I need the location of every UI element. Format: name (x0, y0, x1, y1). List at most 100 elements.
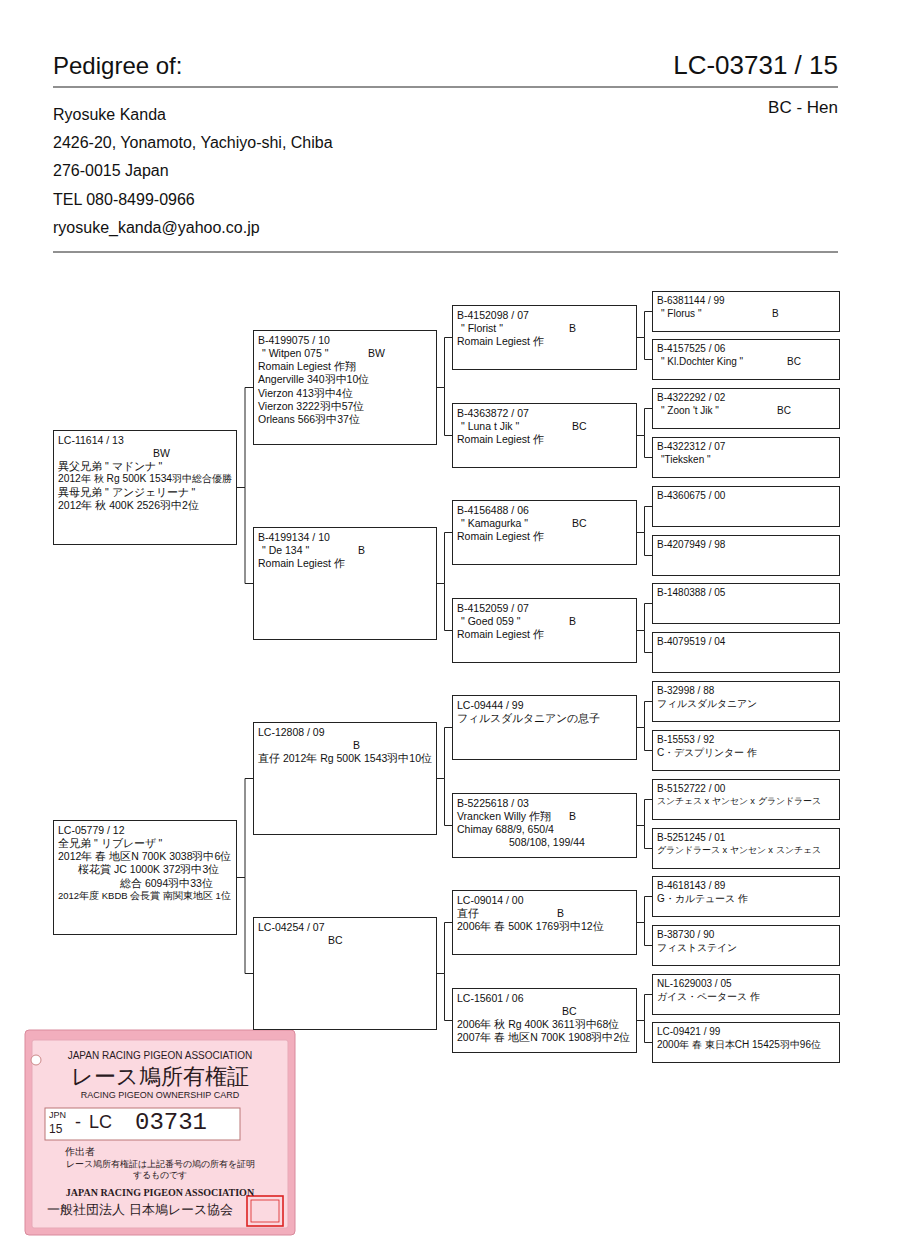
owner-info: 2426-20, Yonamoto, Yachiyo-shi, Chiba (53, 134, 333, 152)
text-row: B-4207949 / 98 (657, 539, 835, 552)
box-text: 2007年 春 地区N 700K 1908羽中2位 (457, 1031, 630, 1043)
pedigree-bracket (637, 409, 652, 436)
box-text: B-5225618 / 03 (457, 797, 529, 809)
pedigree-box: B-4322312 / 07"Tieksken " (652, 437, 840, 478)
pedigree-bracket (437, 728, 452, 779)
box-text: 2012年 秋 Rg 500K 1534羽中総合優勝 (58, 473, 232, 484)
pedigree-box: LC-09014 / 00直仔B2006年 春 500K 1769羽中12位 (452, 890, 637, 955)
box-text: B-4152059 / 07 (457, 602, 529, 614)
text-row: Romain Legiest 作 (457, 530, 632, 543)
text-row: B-38730 / 90 (657, 929, 835, 942)
text-row: B-4199134 / 10 (258, 531, 432, 544)
text-row: " Kl.Dochter King "BC (657, 356, 835, 369)
pedigree-box: LC-09421 / 99 2000年 春 東日本CH 15425羽中96位 (652, 1022, 840, 1063)
pedigree-box: B-4152098 / 07" Florist "BRomain Legiest… (452, 305, 637, 370)
card-hole (31, 1055, 41, 1065)
text-row: グランドラース x ヤンセン x スンチェス (657, 845, 835, 857)
text-row: B-32998 / 88 (657, 685, 835, 698)
box-text: B-32998 / 88 (657, 685, 714, 696)
box-text: 2000年 春 東日本CH 15425羽中96位 (657, 1039, 821, 1050)
card-text: JAPAN RACING PIGEON ASSOCIATION (35, 1050, 285, 1061)
box-text: B-4363872 / 07 (457, 407, 529, 419)
box-text: 2012年度 KBDB 会長賞 南関東地区 1位 (58, 890, 231, 901)
text-row: 508/108, 199/44 (457, 836, 632, 849)
text-row: B-4079519 / 04 (657, 636, 835, 649)
box-text: B-4207949 / 98 (657, 539, 725, 550)
box-text: B-15553 / 92 (657, 734, 714, 745)
pedigree-box: B-4199134 / 10" De 134 " BRomain Legiest … (253, 527, 437, 640)
box-text: B-4199134 / 10 (258, 531, 330, 543)
color-code: BC (777, 405, 791, 418)
text-row: 2006年 秋 Rg 400K 3611羽中68位 (457, 1018, 632, 1031)
text-row: NL-1629003 / 05 (657, 978, 835, 991)
box-text: B-4360675 / 00 (657, 490, 725, 501)
ring-number: LC-03731 / 15 (673, 50, 838, 81)
pedigree-box: NL-1629003 / 05ガイス・ペータース 作 (652, 974, 840, 1015)
text-row: LC-04254 / 07 (258, 921, 432, 934)
text-row: B-4363872 / 07 (457, 407, 632, 420)
text-row: フィルスダルタニアン (657, 698, 835, 711)
color-code: B (569, 322, 576, 335)
text-row: 総合 6094羽中33位 (58, 877, 232, 890)
box-text: LC-11614 / 13 (58, 434, 124, 446)
text-row: Orleans 566羽中37位 (258, 413, 432, 426)
text-row: " Florist " B (457, 322, 632, 335)
text-row: 2012年度 KBDB 会長賞 南関東地区 1位 (58, 890, 232, 902)
pedigree-box: B-4079519 / 04 (652, 632, 840, 673)
box-text: ガイス・ペータース 作 (657, 991, 760, 1002)
text-row: Vierzon 3222羽中57位 (258, 400, 432, 413)
box-text: 異父兄弟 " マドンナ " (58, 460, 162, 472)
box-text: LC-05779 / 12 (58, 824, 125, 836)
box-text: "Tieksken " (661, 454, 711, 465)
text-row: 2012年 秋 400K 2526羽中2位 (58, 499, 232, 512)
text-row: Vrancken Willy 作翔B (457, 810, 632, 823)
text-row: B-4360675 / 00 (657, 490, 835, 503)
box-text: BC (328, 934, 343, 946)
page-title: Pedigree of: (53, 52, 182, 80)
box-text: " Zoon 't Jik " (661, 405, 719, 416)
header-rule (53, 252, 838, 253)
text-row: " Witpen 075 "BW (258, 347, 432, 360)
text-row: " Goed 059 "B (457, 615, 632, 628)
box-text: 2006年 春 500K 1769羽中12位 (457, 920, 604, 932)
pedigree-box: B-4152059 / 07" Goed 059 "BRomain Legies… (452, 598, 637, 663)
color-code: B (569, 615, 576, 628)
pedigree-box: B-4618143 / 89G・カルテュース 作 (652, 876, 840, 917)
pedigree-box: LC-04254 / 07BC (253, 917, 437, 1030)
color-code: B (569, 810, 576, 823)
card-text: - (75, 1112, 81, 1133)
pedigree-bracket (237, 388, 253, 488)
text-row: B-4199075 / 10 (258, 334, 432, 347)
box-text: Romain Legiest 作 (457, 530, 544, 542)
pedigree-bracket (437, 584, 452, 631)
text-row: 2006年 春 500K 1769羽中12位 (457, 920, 632, 933)
text-row: 2012年 春 地区N 700K 3038羽中6位 (58, 850, 232, 863)
card-text: 作出者 (65, 1145, 95, 1159)
box-text: B-1480388 / 05 (657, 587, 725, 598)
pedigree-bracket (237, 488, 253, 584)
box-text: " Florus " (661, 308, 701, 319)
text-row: BC (457, 1005, 632, 1018)
color-code: B (358, 544, 365, 557)
text-row: Romain Legiest 作 (258, 557, 432, 570)
text-row: 2007年 春 地区N 700K 1908羽中2位 (457, 1031, 632, 1044)
text-row: Romain Legiest 作 (457, 628, 632, 641)
box-text: LC-09421 / 99 (657, 1026, 720, 1037)
pedigree-box: LC-12808 / 09B直仔 2012年 Rg 500K 1543羽中10位 (253, 722, 437, 835)
box-text: 全兄弟 " リブレーザ " (58, 837, 162, 849)
box-text: " Florist " (461, 322, 503, 334)
text-row: ガイス・ペータース 作 (657, 991, 835, 1004)
text-row: "Tieksken " (657, 454, 835, 467)
text-row: B-1480388 / 05 (657, 587, 835, 600)
box-text: " De 134 " (262, 544, 309, 556)
pedigree-box: B-4363872 / 07" Luna t Jik "BCRomain Leg… (452, 403, 637, 468)
text-row: LC-05779 / 12 (58, 824, 232, 837)
card-text: レース鳩所有権証は上記番号の鳩の所有を証明するものです (65, 1159, 255, 1181)
pedigree-box: B-5225618 / 03Vrancken Willy 作翔BChimay 6… (452, 793, 637, 858)
text-row: " De 134 " B (258, 544, 432, 557)
color-code: B (557, 907, 564, 920)
text-row: B-5251245 / 01 (657, 832, 835, 845)
box-text: B-4152098 / 07 (457, 309, 529, 321)
box-text: 桜花賞 JC 1000K 372羽中3位 (78, 863, 219, 875)
